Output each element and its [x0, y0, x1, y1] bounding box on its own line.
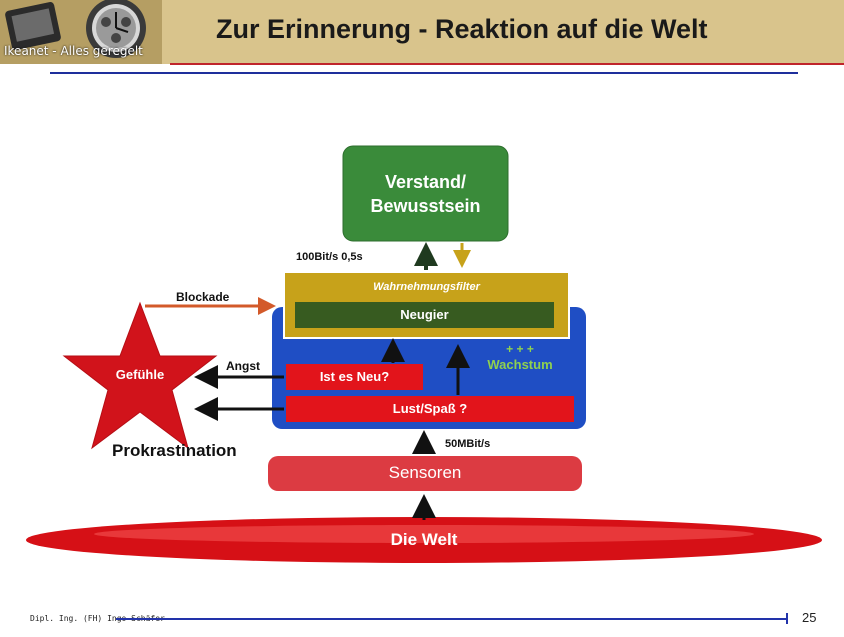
welt-ellipse — [26, 517, 822, 563]
neugier-label: Neugier — [400, 307, 449, 322]
wachstum-label: Wachstum — [487, 357, 553, 372]
bewusstsein-label: Bewusstsein — [370, 196, 481, 216]
ist-es-neu-box — [286, 364, 423, 390]
footer-rule-end — [786, 613, 788, 624]
footer-author: Dipl. Ing. (FH) Ingo Schäfer — [30, 614, 165, 623]
prokrastination-label: Prokrastination — [112, 441, 237, 460]
rate-top-label: 100Bit/s 0,5s — [296, 251, 363, 263]
header-rule-blue — [50, 72, 798, 74]
slide-title: Zur Erinnerung - Reaktion auf die Welt — [216, 14, 708, 44]
angst-label: Angst — [226, 359, 260, 373]
page-number: 25 — [802, 610, 817, 625]
logo — [0, 0, 162, 64]
footer-rule — [116, 618, 788, 620]
logo-caption: Ikeanet - Alles geregelt — [4, 44, 143, 58]
neugier-box — [295, 302, 554, 328]
filter-label: Wahrnehmungsfilter — [373, 281, 480, 293]
gefuehle-star — [62, 301, 218, 450]
lust-spass-label: Lust/Spaß ? — [392, 401, 468, 416]
blockade-label: Blockade — [176, 290, 230, 304]
ist-es-neu-label: Ist es Neu? — [319, 369, 390, 384]
rate-bottom-label: 50MBit/s — [445, 438, 491, 450]
lust-spass-box — [286, 396, 574, 422]
verstand-label: Verstand/ — [384, 172, 467, 192]
verstand-box — [342, 145, 509, 242]
sensoren-box — [268, 456, 582, 491]
logo-image — [0, 0, 162, 64]
gefuehle-label: Gefühle — [115, 367, 165, 382]
die-welt-label: Die Welt — [390, 530, 458, 549]
wachstum-marks: + + + — [506, 342, 534, 356]
header-rule-red — [170, 63, 844, 65]
sensoren-label: Sensoren — [388, 463, 462, 482]
